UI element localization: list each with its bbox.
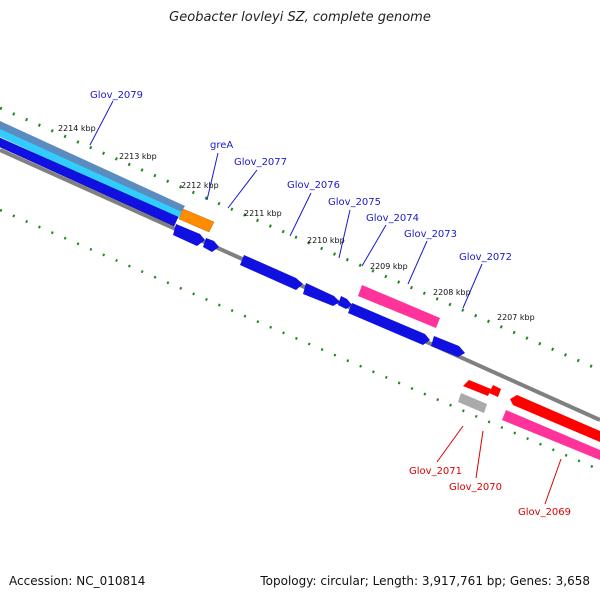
gene-small-3[interactable]: [338, 296, 352, 309]
scale-label: 2209 kbp: [370, 262, 408, 271]
page-title: Geobacter lovleyi SZ, complete genome: [169, 10, 431, 25]
gene-glov-2070[interactable]: [458, 393, 487, 413]
upper-tick-track: [0, 106, 600, 372]
gene-glov-2073[interactable]: [348, 303, 430, 345]
gene-glov-2071[interactable]: [463, 380, 491, 396]
genome-summary: Topology: circular; Length: 3,917,761 bp…: [260, 574, 590, 588]
gene-small-1[interactable]: [173, 224, 205, 246]
scale-label: 2210 kbp: [307, 236, 345, 245]
scale-label: 2211 kbp: [244, 209, 282, 218]
gene-label[interactable]: greA: [210, 140, 233, 151]
scale-label: 2208 kbp: [433, 288, 471, 297]
lower-tick-track: [0, 208, 600, 472]
leader-line: [89, 100, 114, 146]
gene-glov-2075[interactable]: [303, 283, 340, 306]
accession-label: Accession: NC_010814: [9, 574, 146, 588]
gene-label[interactable]: Glov_2069: [518, 507, 571, 518]
gene-glov-2079[interactable]: [0, 137, 179, 227]
gene-grea[interactable]: [178, 208, 215, 233]
gene-label[interactable]: Glov_2076: [287, 180, 340, 191]
gene-glov-2069-pseudo[interactable]: [502, 410, 600, 460]
gene-label[interactable]: Glov_2074: [366, 213, 419, 224]
leader-line: [338, 209, 351, 259]
scale-label: 2213 kbp: [119, 152, 157, 161]
leader-line: [206, 152, 219, 201]
leader-line: [475, 430, 484, 479]
leader-line: [462, 263, 483, 309]
scale-label: 2212 kbp: [181, 181, 219, 190]
gene-label[interactable]: Glov_2073: [404, 229, 457, 240]
leader-line: [289, 192, 312, 237]
gene-red-2[interactable]: [489, 385, 501, 397]
region-outer-band[interactable]: [0, 121, 185, 214]
scale-label: 2214 kbp: [58, 124, 96, 133]
leader-line: [407, 240, 428, 285]
gene-label[interactable]: Glov_2075: [328, 197, 381, 208]
gene-glov-2074-pseudo[interactable]: [358, 285, 440, 328]
region-inner-band[interactable]: [0, 129, 182, 219]
gene-label[interactable]: Glov_2072: [459, 252, 512, 263]
leader-line: [227, 169, 258, 209]
gene-label[interactable]: Glov_2077: [234, 157, 287, 168]
leader-line: [361, 224, 387, 267]
gene-label[interactable]: Glov_2071: [409, 466, 462, 477]
gene-glov-2072[interactable]: [431, 336, 465, 357]
gene-label[interactable]: Glov_2070: [449, 482, 502, 493]
leader-line: [544, 458, 562, 505]
scale-label: 2207 kbp: [497, 313, 535, 322]
gene-label[interactable]: Glov_2079: [90, 90, 143, 101]
gene-red-3[interactable]: [510, 395, 600, 442]
gene-glov-2076[interactable]: [240, 255, 303, 290]
leader-line: [436, 425, 464, 463]
gene-small-2[interactable]: [203, 238, 219, 252]
